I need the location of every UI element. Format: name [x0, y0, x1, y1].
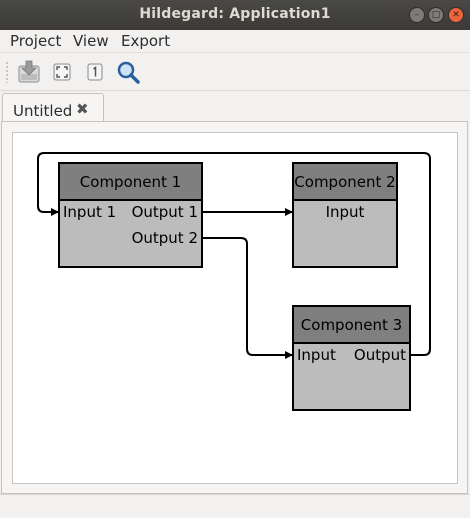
component-1-title: Component 1: [80, 173, 181, 191]
diagram-svg: Component 1 Input 1 Output 1 Output 2 Co…: [37, 152, 431, 411]
component-1-output-1[interactable]: Output 1: [132, 203, 198, 221]
component-3-title: Component 3: [301, 316, 402, 334]
component-3-output[interactable]: Output: [354, 346, 406, 364]
zoom-fit-button[interactable]: [49, 59, 75, 85]
component-1-input-1[interactable]: Input 1: [63, 203, 116, 221]
tab-untitled[interactable]: Untitled ✖: [2, 93, 104, 125]
save-icon: [18, 60, 40, 83]
tab-bar: Untitled ✖: [0, 90, 470, 125]
zoom-fit-icon: [53, 63, 71, 81]
toolbar-grip[interactable]: [5, 61, 9, 83]
component-3[interactable]: Component 3 Input Output: [292, 305, 411, 411]
menu-project[interactable]: Project: [10, 32, 61, 50]
tab-label: Untitled: [13, 102, 73, 120]
menu-view[interactable]: View: [73, 32, 109, 50]
minimize-icon[interactable]: –: [409, 7, 425, 23]
close-icon[interactable]: ✕: [448, 7, 464, 23]
component-2[interactable]: Component 2 Input: [292, 162, 398, 268]
zoom-original-button[interactable]: [82, 59, 108, 85]
status-bar: [0, 494, 470, 518]
diagram-canvas[interactable]: Component 1 Input 1 Output 1 Output 2 Co…: [12, 132, 458, 484]
menu-view-label: View: [73, 32, 109, 50]
component-2-title: Component 2: [294, 173, 395, 191]
component-3-input[interactable]: Input: [297, 346, 336, 364]
search-icon: [117, 61, 140, 84]
editor-pane: Component 1 Input 1 Output 1 Output 2 Co…: [1, 121, 468, 494]
connection-c3out-c1in1[interactable]: [37, 152, 431, 356]
component-1-output-2[interactable]: Output 2: [132, 229, 198, 247]
zoom-original-icon: [87, 63, 103, 81]
connection-c1out2-c3in[interactable]: [202, 237, 293, 359]
menu-project-label: Project: [10, 32, 62, 50]
save-button[interactable]: [16, 59, 42, 85]
component-1[interactable]: Component 1 Input 1 Output 1 Output 2: [58, 162, 203, 268]
toolbar: [0, 52, 470, 91]
component-2-input[interactable]: Input: [326, 203, 365, 221]
maximize-icon[interactable]: □: [428, 7, 444, 23]
search-button[interactable]: [115, 59, 141, 85]
window-titlebar: Hildegard: Application1 – □ ✕: [0, 0, 470, 30]
menu-export[interactable]: Export: [121, 32, 170, 50]
menubar: Project View Export: [0, 30, 470, 52]
tab-close-icon[interactable]: ✖: [76, 100, 89, 118]
window-title: Hildegard: Application1: [139, 6, 331, 22]
menu-export-label: Export: [121, 32, 171, 50]
